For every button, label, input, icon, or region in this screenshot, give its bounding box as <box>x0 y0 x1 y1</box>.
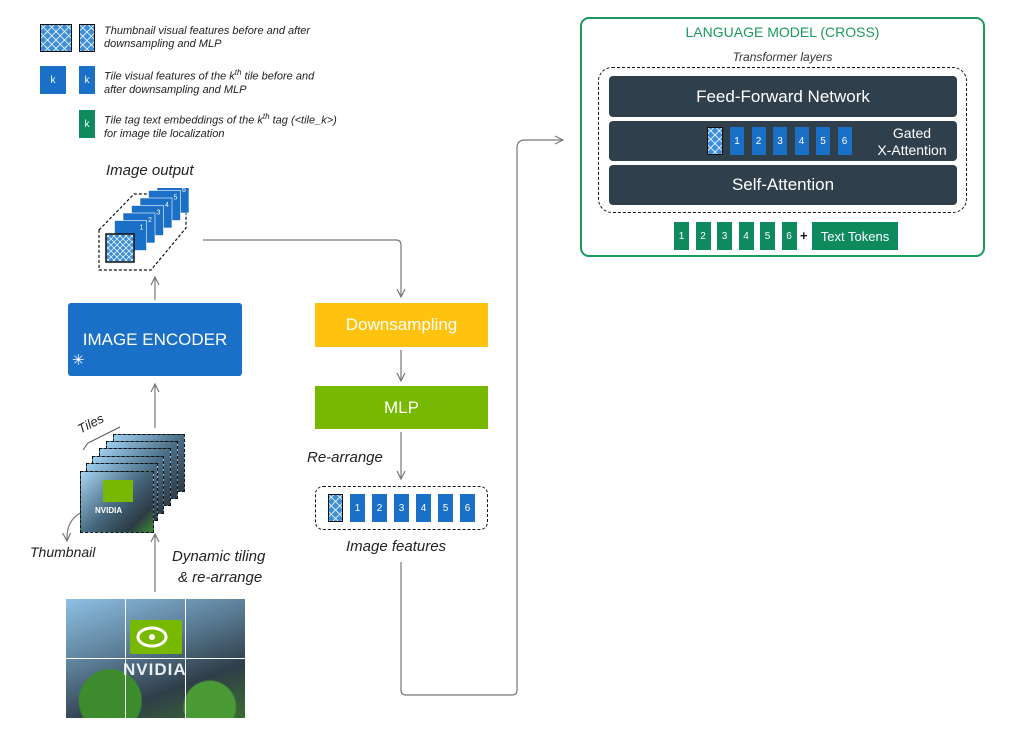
xattn-tile-token-1: 1 <box>730 127 744 155</box>
transformer-layers-group <box>598 67 967 213</box>
thumbnail-label: Thumbnail <box>30 544 96 560</box>
feature-tile-token-5: 5 <box>438 494 453 522</box>
image-features-label: Image features <box>346 538 447 555</box>
tile-tag-token-3: 3 <box>717 222 732 250</box>
feature-thumbnail-token <box>328 494 343 522</box>
nvidia-logo-icon <box>130 620 182 654</box>
feature-tile-token-2: 2 <box>372 494 387 522</box>
downsampling-box: Downsampling <box>315 303 488 347</box>
output-tile-label-5: 5 <box>174 195 178 202</box>
legend-tile-before-icon: k <box>40 66 66 94</box>
grid-cell <box>65 658 126 719</box>
xattn-tile-token-6: 6 <box>837 127 852 155</box>
dynamic-tiling-label: Dynamic tiling& re-arrange <box>172 548 266 586</box>
grid-cell <box>125 598 186 659</box>
rearrange-label: Re-arrange <box>307 449 383 466</box>
grid-cell <box>185 658 246 719</box>
self-attention-block: Self-Attention <box>609 165 957 205</box>
tile-tag-token-6: 6 <box>781 222 797 250</box>
xattn-tile-token-2: 2 <box>751 127 766 155</box>
feature-tile-token-1: 1 <box>350 494 365 522</box>
nvidia-logo-icon <box>103 480 133 502</box>
legend-thumbnail-text: Thumbnail visual features before and aft… <box>104 25 311 50</box>
tile-tag-token-2: 2 <box>695 222 711 250</box>
feature-tile-token-6: 6 <box>460 494 475 522</box>
legend-thumbnail-before-icon <box>40 24 72 52</box>
mlp-box: MLP <box>315 386 488 429</box>
input-image-photo: NVIDIA <box>65 598 246 719</box>
grid-cell <box>185 598 246 659</box>
image-output-label: Image output <box>106 162 194 179</box>
xattn-tile-token-3: 3 <box>773 127 787 155</box>
language-model-title: LANGUAGE MODEL (CROSS) <box>685 24 880 40</box>
image-encoder-box: IMAGE ENCODER <box>68 303 242 376</box>
frozen-snowflake-icon: ✳ <box>72 352 85 369</box>
feed-forward-network-block: Feed-Forward Network <box>609 76 957 117</box>
language-model-container <box>580 17 985 257</box>
output-tile-label-6: 6 <box>182 188 186 194</box>
feature-tile-token-4: 4 <box>416 494 431 522</box>
arrow-features-to-lm <box>400 140 562 696</box>
arrow-to-thumbnail <box>67 511 83 540</box>
grid-cell <box>65 598 126 659</box>
arrow-output-to-downsampling <box>203 239 401 296</box>
legend-thumbnail-after-icon <box>79 24 95 52</box>
tile-tag-token-4: 4 <box>738 222 754 250</box>
plus-sign: + <box>800 228 808 243</box>
feature-tile-token-3: 3 <box>394 494 409 522</box>
tile-tag-token-1: 1 <box>674 222 689 250</box>
legend-tag-text: Tile tag text embeddings of the kth tag … <box>104 112 337 140</box>
transformer-layers-label: Transformer layers <box>732 50 833 64</box>
xattn-thumbnail-token <box>707 127 723 155</box>
nvidia-sign-text: NVIDIA <box>123 660 187 679</box>
legend-tag-icon: k <box>79 110 95 138</box>
xattn-tile-token-5: 5 <box>816 127 830 155</box>
tiles-brace <box>82 426 121 451</box>
thumbnail-tile-card: NVIDIA <box>80 471 154 533</box>
image-features-group <box>315 486 488 530</box>
legend-tile-text: Tile visual features of the kth tile bef… <box>104 68 315 96</box>
tile-tag-token-5: 5 <box>760 222 775 250</box>
output-tile-label-3: 3 <box>157 210 161 217</box>
nvidia-sign-text: NVIDIA <box>95 506 123 515</box>
text-tokens-box: Text Tokens <box>812 222 898 250</box>
xattn-tile-token-4: 4 <box>794 127 809 155</box>
legend-tile-after-icon: k <box>79 66 95 94</box>
grid-cell <box>125 658 186 719</box>
output-tile-label-4: 4 <box>165 202 169 209</box>
output-thumbnail-tile <box>105 233 135 263</box>
output-tile-label-2: 2 <box>148 217 152 224</box>
output-tile-label-1: 1 <box>140 225 144 232</box>
